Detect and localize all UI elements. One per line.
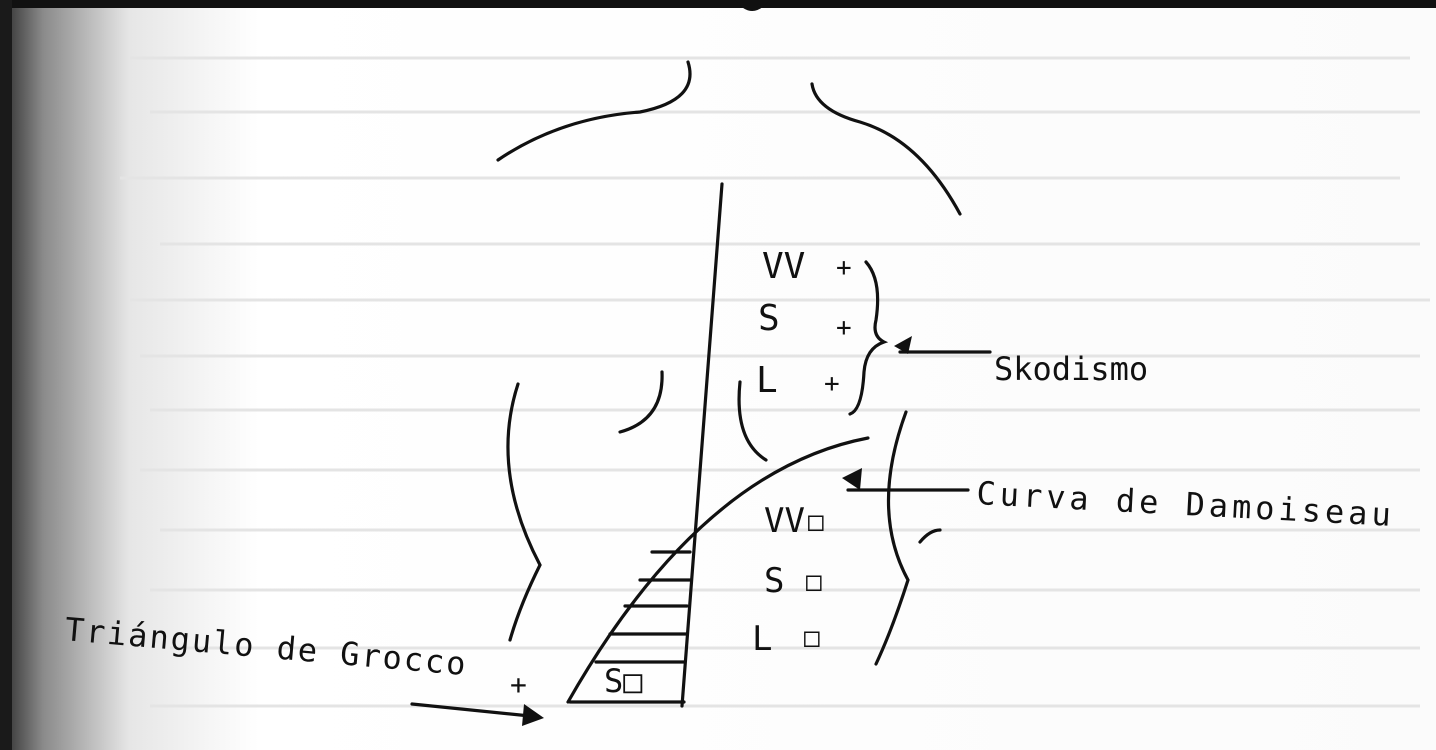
upper-sign-value: + <box>836 253 852 283</box>
triangulo-grocco-sign: + <box>510 668 527 701</box>
upper-sign-value: + <box>836 313 852 343</box>
upper-sign-letter: S <box>758 298 780 339</box>
upper-sign-letter: VV <box>762 246 805 287</box>
upper-sign-value: + <box>824 369 840 399</box>
lower-sign-value: □ <box>808 507 824 537</box>
skodismo-label: Skodismo <box>994 350 1148 388</box>
upper-sign-letter: L <box>756 360 778 401</box>
top-scan-edge <box>0 0 1436 8</box>
lower-sign-value: □ <box>804 623 820 653</box>
lower-sign-value: □ <box>806 567 822 597</box>
lower-sign-letter: VV <box>764 501 805 541</box>
lower-sign-letter: L <box>752 619 772 659</box>
lower-sign-letter: S <box>764 561 784 601</box>
left-scan-edge <box>0 0 12 750</box>
triangle-sign: S□ <box>604 662 643 700</box>
